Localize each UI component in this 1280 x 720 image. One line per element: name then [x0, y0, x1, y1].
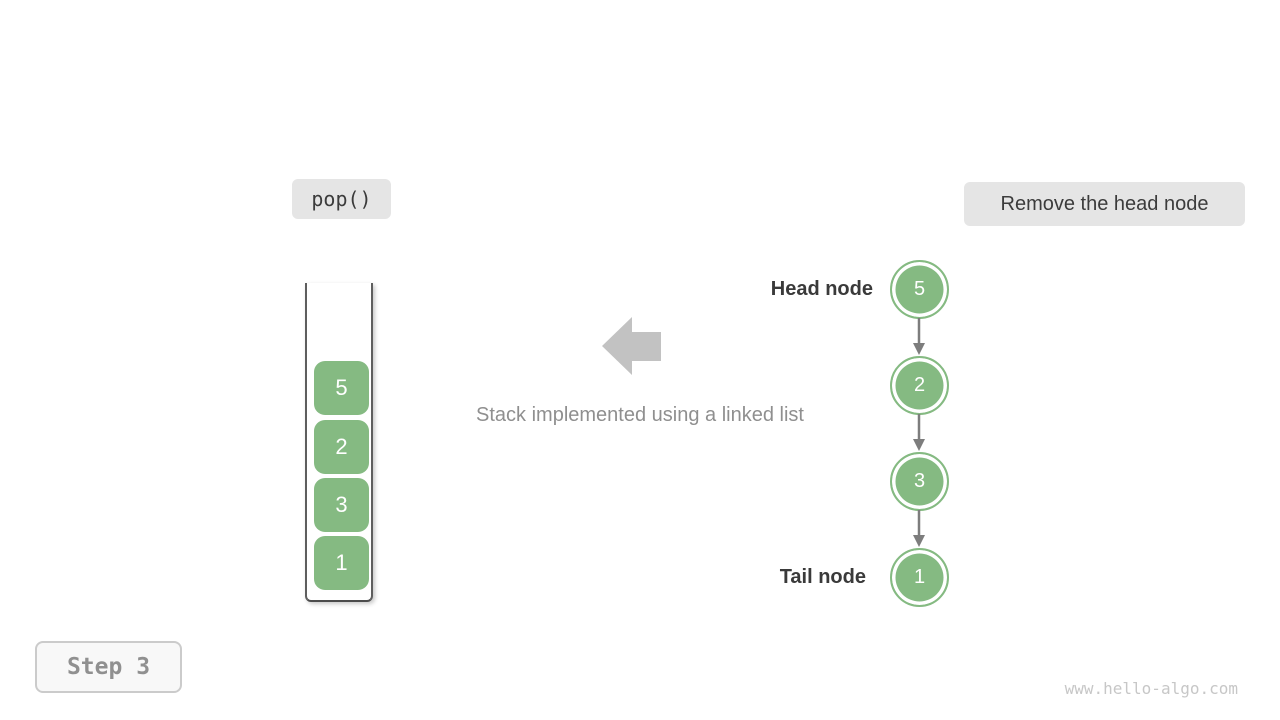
diagram-caption: Stack implemented using a linked list: [476, 404, 804, 426]
linked-list-connector-arrows: [913, 318, 925, 547]
head-node-label: Head node: [770, 278, 873, 300]
stack-item: 5: [314, 361, 369, 415]
stack-item: 3: [314, 478, 369, 532]
linked-list-node: 3: [890, 452, 949, 511]
stack-container: 5 2 3 1: [305, 283, 373, 602]
operation-description-label: Remove the head node: [964, 182, 1245, 226]
pop-operation-label: pop(): [292, 179, 391, 219]
stack-item: 2: [314, 420, 369, 474]
stack-item: 1: [314, 536, 369, 590]
linked-list-node: 1: [890, 548, 949, 607]
site-watermark: www.hello-algo.com: [1064, 679, 1238, 698]
step-badge-text: Step 3: [66, 654, 151, 680]
operation-description-text: Remove the head node: [1000, 192, 1209, 215]
pop-operation-text: pop(): [311, 187, 372, 211]
linked-list-node: 5: [890, 260, 949, 319]
step-badge: Step 3: [35, 641, 182, 693]
left-block-arrow-icon: [602, 317, 661, 375]
tail-node-label: Tail node: [779, 566, 866, 588]
